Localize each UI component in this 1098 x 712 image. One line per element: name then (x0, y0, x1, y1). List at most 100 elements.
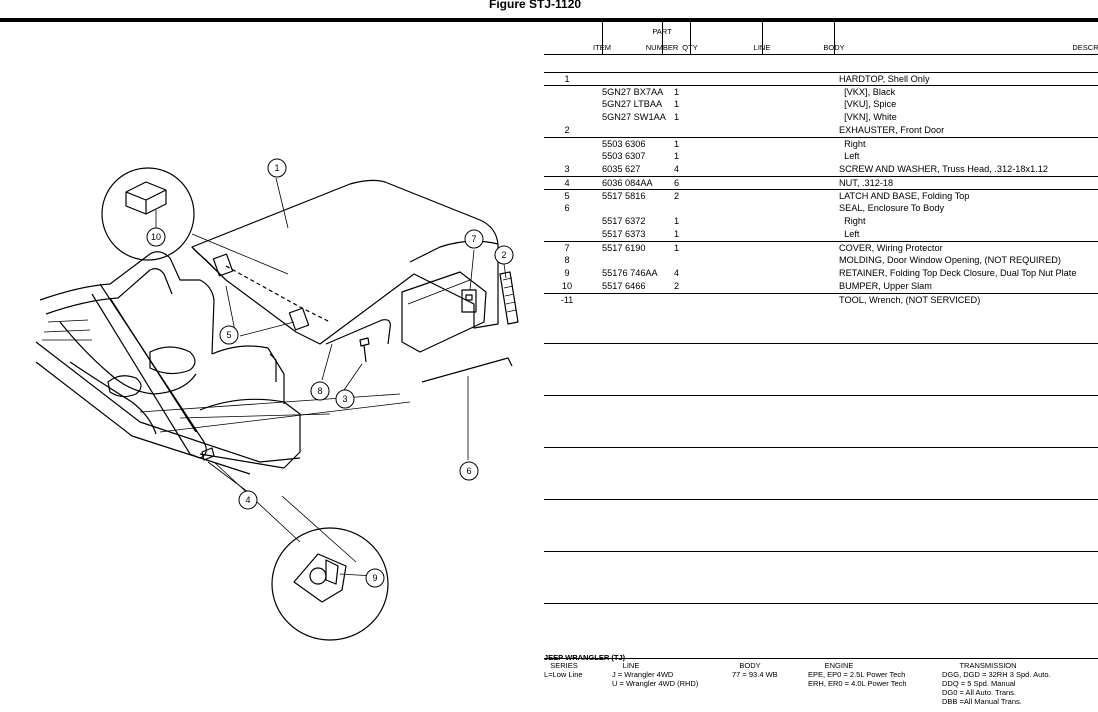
table-row-divider (544, 343, 1098, 344)
row-qty: 2 (674, 191, 680, 201)
legend-line-values: J = Wrangler 4WD U = Wrangler 4WD (RHD) (612, 670, 699, 688)
row-description: Left (839, 151, 860, 161)
row-qty: 1 (674, 139, 680, 149)
callout-3 (335, 389, 355, 409)
table-row-divider (544, 551, 1098, 552)
row-qty: 1 (674, 112, 680, 122)
row-item: 3 (564, 164, 570, 174)
legend-engine-header: ENGINE (824, 661, 854, 670)
row-part-number: 5517 6373 (602, 229, 646, 239)
header-rule (0, 18, 1098, 22)
row-description: NUT, .312-18 (839, 178, 894, 188)
row-description: [VKU], Spice (839, 99, 897, 109)
exploded-diagram: 1 2 3 4 5 6 7 8 9 10 (35, 158, 519, 641)
row-qty: 4 (674, 268, 680, 278)
row-part-number: 5517 5816 (602, 191, 646, 201)
callout-label: 8 (317, 386, 322, 396)
callout-label: 1 (274, 163, 279, 173)
table-row: 2 EXHAUSTER, Front Door (544, 124, 1098, 137)
legend-transmission-values: DGG, DGD = 32RH 3 Spd. Auto. DDQ = 5 Spd… (942, 670, 1051, 706)
table-row: 6 SEAL, Enclosure To Body (544, 202, 1098, 215)
row-part-number: 5517 6372 (602, 216, 646, 226)
table-row-divider (544, 603, 1098, 604)
row-description: Left (839, 229, 860, 239)
row-qty: 1 (674, 216, 680, 226)
row-description: Right (839, 216, 866, 226)
row-part-number: 5503 6306 (602, 139, 646, 149)
row-description: TOOL, Wrench, (NOT SERVICED) (839, 295, 981, 305)
row-part-number: 55176 746AA (602, 268, 658, 278)
legend-rule (544, 658, 1098, 659)
row-item: -11 (560, 295, 574, 305)
callout-1 (267, 158, 287, 178)
callout-2 (494, 245, 514, 265)
header-part-number: PARTNUMBER (602, 22, 679, 54)
row-qty: 1 (674, 151, 680, 161)
row-qty: 2 (674, 281, 680, 291)
legend-transmission-header: TRANSMISSION (959, 661, 1017, 670)
legend-engine-values: EPE, EP0 = 2.5L Power Tech ERH, ER0 = 4.… (808, 670, 907, 688)
legend-series-values: L=Low Line (544, 670, 583, 679)
table-row: 1 HARDTOP, Shell Only (544, 72, 1098, 85)
row-qty: 1 (674, 99, 680, 109)
row-part-number: 5503 6307 (602, 151, 646, 161)
row-part-number: 5517 6190 (602, 243, 646, 253)
callout-8 (310, 381, 330, 401)
row-item: 10 (561, 281, 573, 291)
table-row: 5503 6306 1 Right (544, 137, 1098, 150)
table-row: 5517 6372 1 Right (544, 215, 1098, 228)
callout-label: 7 (471, 234, 476, 244)
row-item: 1 (564, 74, 570, 84)
row-description: LATCH AND BASE, Folding Top (839, 191, 970, 201)
figure-title: Figure STJ-1120 (489, 0, 582, 11)
legend-title: JEEP WRANGLER (TJ) (544, 653, 626, 662)
row-description: Right (839, 139, 866, 149)
callout-label: 10 (151, 232, 161, 242)
table-row: 5GN27 LTBAA 1 [VKU], Spice (544, 98, 1098, 111)
row-part-number: 5GN27 LTBAA (602, 99, 663, 109)
callout-label: 3 (342, 394, 347, 404)
table-header: ITEM PARTNUMBER QTY LINE BODY DESCRIPTIO… (544, 22, 1098, 55)
row-item: 5 (564, 191, 570, 201)
row-qty: 1 (674, 87, 680, 97)
header-line: LINE (690, 22, 771, 54)
header-description: DESCRIPTION (1072, 43, 1098, 52)
table-row: -11 TOOL, Wrench, (NOT SERVICED) (544, 293, 1098, 306)
row-description: RETAINER, Folding Top Deck Closure, Dual… (839, 268, 1077, 278)
callout-label: 5 (226, 330, 231, 340)
header-qty: QTY (662, 22, 697, 54)
row-part-number: 5GN27 BX7AA (602, 87, 664, 97)
legend-body-values: 77 = 93.4 WB (732, 670, 778, 679)
callout-label: 9 (372, 573, 377, 583)
row-part-number: 6036 084AA (602, 178, 653, 188)
table-row: 5503 6307 1 Left (544, 150, 1098, 163)
callout-10 (146, 227, 166, 247)
callout-4 (238, 490, 258, 510)
callout-5 (219, 325, 239, 345)
row-item: 9 (564, 268, 570, 278)
callout-label: 4 (245, 495, 250, 505)
legend-series-header: SERIES (550, 661, 578, 670)
row-qty: 4 (674, 164, 680, 174)
callout-7 (464, 229, 484, 249)
row-part-number: 6035 627 (602, 164, 641, 174)
row-description: EXHAUSTER, Front Door (839, 125, 945, 135)
table-row-divider (544, 447, 1098, 448)
row-qty: 6 (674, 178, 680, 188)
header-body: BODY (762, 22, 844, 54)
table-row-divider (544, 499, 1098, 500)
row-description: HARDTOP, Shell Only (839, 74, 930, 84)
row-item: 2 (564, 125, 570, 135)
row-item: 6 (564, 203, 570, 213)
legend-line-header: LINE (622, 661, 640, 670)
callout-9 (365, 568, 385, 588)
row-description: SEAL, Enclosure To Body (839, 203, 945, 213)
row-item: 4 (564, 178, 570, 188)
callout-6 (459, 461, 479, 481)
